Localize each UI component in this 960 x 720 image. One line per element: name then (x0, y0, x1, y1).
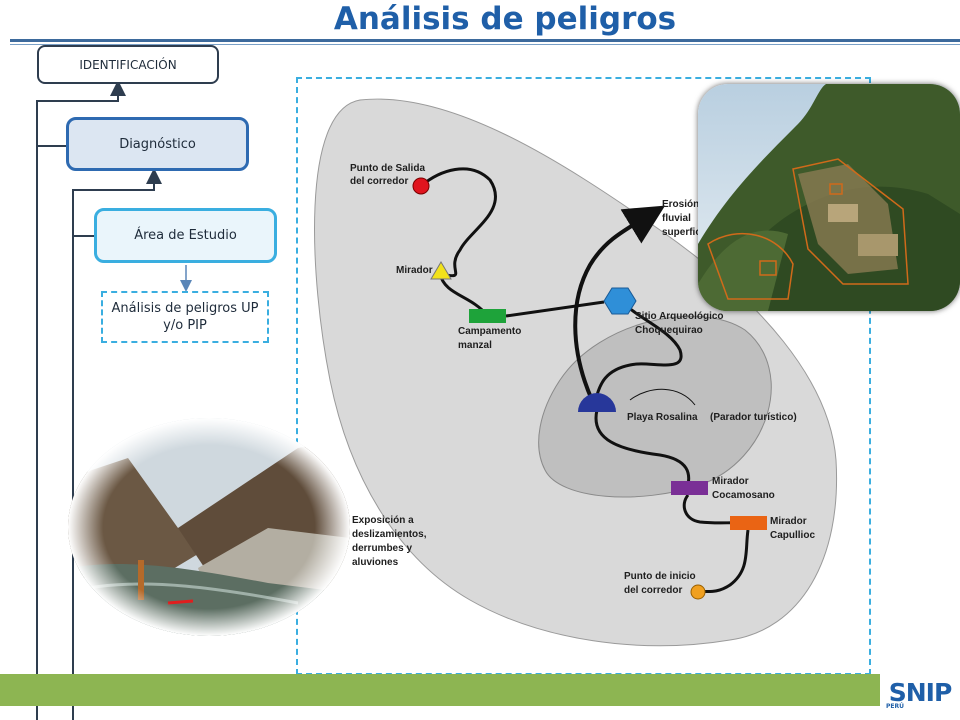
label-cocamosano-1: Mirador (712, 476, 749, 487)
cocamosano-marker (671, 481, 708, 495)
snip-logo: SNIP (880, 665, 960, 720)
label-capullioc-2: Capullioc (770, 530, 815, 541)
campamento-marker (469, 309, 506, 323)
route-line (420, 167, 497, 278)
playa-arc (629, 388, 696, 406)
label-campamento-1: Campamento (458, 326, 521, 337)
label-erosion-2: fluvial (662, 213, 691, 224)
label-sitio-2: Choquequirao (635, 325, 703, 336)
area-estudio-box: Área de Estudio (94, 208, 277, 263)
label-capullioc-1: Mirador (770, 516, 807, 527)
diagnostico-box: Diagnóstico (66, 117, 249, 171)
label-exposicion-3: derrumbes y (352, 543, 412, 554)
route-line (697, 529, 750, 594)
label-parador: (Parador turístico) (710, 412, 797, 423)
title-rule-thin (10, 44, 960, 45)
label-erosion-1: Erosión (662, 199, 699, 210)
identificacion-box: IDENTIFICACIÓN (37, 45, 219, 84)
page-title: Análisis de peligros (333, 1, 677, 37)
footer-bar (0, 674, 960, 706)
label-playa: Playa Rosalina (627, 412, 698, 423)
hazard-map: Punto de Salida del corredor Mirador Cam… (314, 98, 838, 647)
route-line (505, 300, 605, 318)
label-salida-1: Punto de Salida (350, 163, 425, 174)
label-salida-2: del corredor (350, 176, 408, 187)
erosion-arrow (573, 205, 666, 401)
mirador-marker (430, 261, 452, 280)
analisis-line-2: y/o PIP (163, 318, 207, 333)
label-inicio-2: del corredor (624, 585, 682, 596)
capullioc-marker (730, 516, 767, 530)
route-line (594, 409, 691, 486)
analisis-line-1: Análisis de peligros UP (111, 301, 259, 316)
logo-subtext: PERÚ (886, 703, 904, 710)
label-cocamosano-2: Cocamosano (712, 490, 775, 501)
route-line (595, 298, 683, 396)
inicio-marker (690, 584, 706, 600)
label-exposicion-4: aluviones (352, 557, 399, 568)
label-mirador: Mirador (396, 265, 433, 276)
flow-connectors (36, 80, 192, 720)
label-inicio-1: Punto de inicio (624, 571, 696, 582)
salida-marker (412, 177, 430, 195)
label-exposicion-2: deslizamientos, (352, 529, 427, 540)
analisis-peligros-box: Análisis de peligros UP y/o PIP (101, 291, 269, 343)
label-sitio-1: Sitio Arqueológico (635, 311, 724, 322)
sitio-marker (603, 287, 637, 315)
label-exposicion-1: Exposición a (352, 515, 414, 526)
river-valley-photo (68, 418, 350, 636)
title-rule (10, 39, 960, 42)
choquequirao-photo (698, 84, 960, 311)
logo-text: SNIP (888, 678, 953, 707)
archaeological-zone (538, 315, 772, 498)
label-erosion-3: superficial (662, 227, 712, 238)
label-campamento-2: manzal (458, 340, 492, 351)
playa-marker (578, 393, 616, 412)
